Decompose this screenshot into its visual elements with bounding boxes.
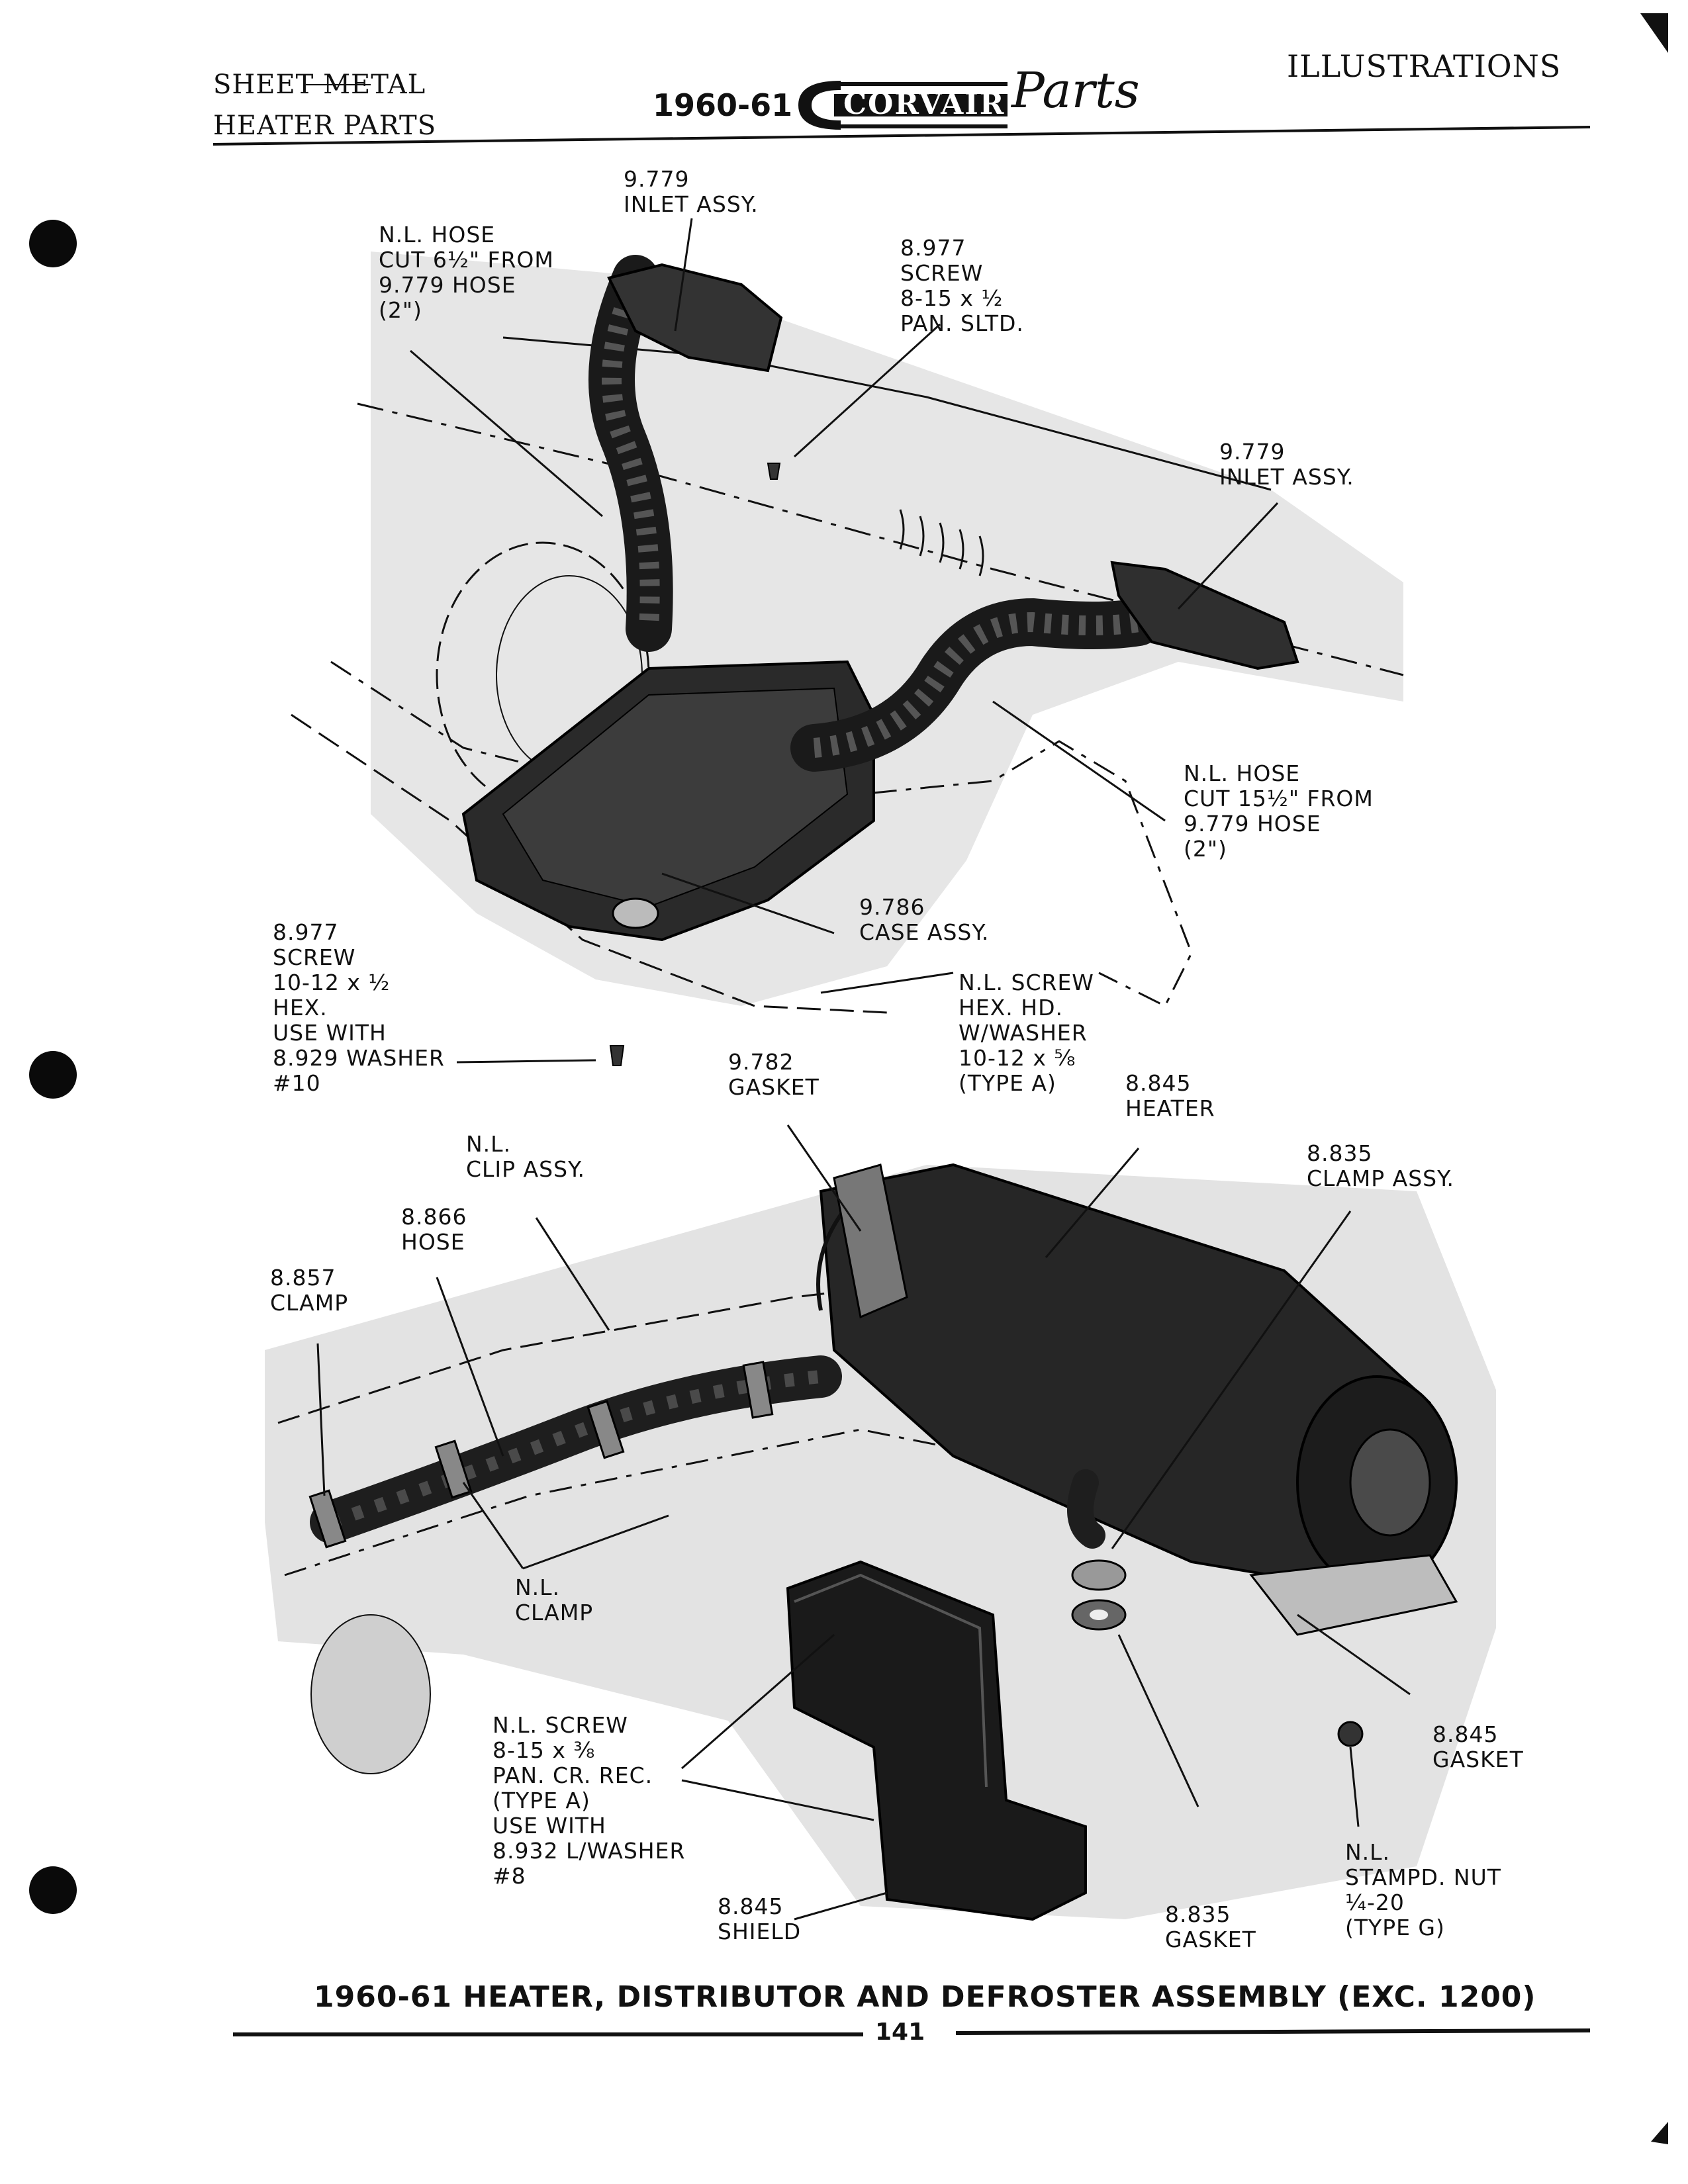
illustrations-heading: ILLUSTRATIONS <box>1287 48 1562 84</box>
callout-gasket-8-845: 8.845 GASKET <box>1432 1721 1524 1772</box>
callout-screw-8-15-pan: 8.977 SCREW 8-15 x ½ PAN. SLTD. <box>900 235 1024 336</box>
section-title-line2: HEATER PARTS <box>213 111 437 141</box>
inlet-assy-right-shape <box>1110 561 1299 670</box>
callout-case-assy: 9.786 CASE ASSY. <box>859 894 990 945</box>
callout-hose-15-5: N.L. HOSE CUT 15½" FROM 9.779 HOSE (2") <box>1184 760 1374 862</box>
callout-clamp-8-857: 8.857 CLAMP <box>270 1265 349 1316</box>
corner-mark-top-right <box>1640 13 1668 53</box>
lower-assembly <box>265 1163 1496 1921</box>
figure-caption: 1960-61 HEATER, DISTRIBUTOR AND DEFROSTE… <box>314 1980 1536 2014</box>
inlet-assy-top-shape <box>607 263 783 373</box>
callout-screw-hex-hd: N.L. SCREW HEX. HD. W/WASHER 10-12 x ⅝ (… <box>959 970 1094 1096</box>
header-rule <box>212 126 1591 146</box>
callout-heater: 8.845 HEATER <box>1125 1070 1215 1121</box>
logo-brand: CORVAIR <box>843 87 1006 121</box>
callout-gasket-8-835: 8.835 GASKET <box>1165 1901 1256 1952</box>
stampd-nut-shape <box>1337 1721 1364 1747</box>
gasket-8-845-shape <box>1249 1554 1458 1636</box>
callout-inlet-assy-top: 9.779 INLET ASSY. <box>624 166 759 217</box>
callout-inlet-assy-right: 9.779 INLET ASSY. <box>1219 439 1354 490</box>
callout-screw-10-12-hex: 8.977 SCREW 10-12 x ½ HEX. USE WITH 8.92… <box>273 919 445 1096</box>
binder-hole-middle <box>29 1051 77 1099</box>
gasket-9-782-shape <box>833 1163 908 1319</box>
callout-clip-assy: N.L. CLIP ASSY. <box>466 1131 585 1182</box>
callout-nl-clamp: N.L. CLAMP <box>515 1574 594 1625</box>
binder-hole-top <box>29 220 77 267</box>
corner-mark-bottom-right <box>1651 2122 1668 2144</box>
shield-shape <box>786 1560 1087 1921</box>
page-number: 141 <box>863 2019 937 2046</box>
callout-stampd-nut: N.L. STAMPD. NUT ¼-20 (TYPE G) <box>1345 1839 1501 1940</box>
leader-lines <box>316 218 1411 1921</box>
logo-parts-script: Parts <box>1011 62 1140 119</box>
footer-rule-right <box>955 2028 1591 2035</box>
callout-shield: 8.845 SHIELD <box>718 1893 802 1944</box>
upper-assembly <box>291 251 1404 1066</box>
callout-clamp-assy: 8.835 CLAMP ASSY. <box>1307 1140 1455 1191</box>
logo-year: 1960-61 <box>653 87 793 123</box>
callout-hose-8-866: 8.866 HOSE <box>401 1204 467 1255</box>
callout-hose-6-5: N.L. HOSE CUT 6½" FROM 9.779 HOSE (2") <box>379 222 554 323</box>
callout-screw-pan-cr: N.L. SCREW 8-15 x ⅜ PAN. CR. REC. (TYPE … <box>492 1712 686 1889</box>
corvair-logo: CORVAIR <box>794 74 1013 136</box>
binder-hole-bottom <box>29 1866 77 1914</box>
callout-gasket-9-782: 9.782 GASKET <box>728 1049 820 1100</box>
